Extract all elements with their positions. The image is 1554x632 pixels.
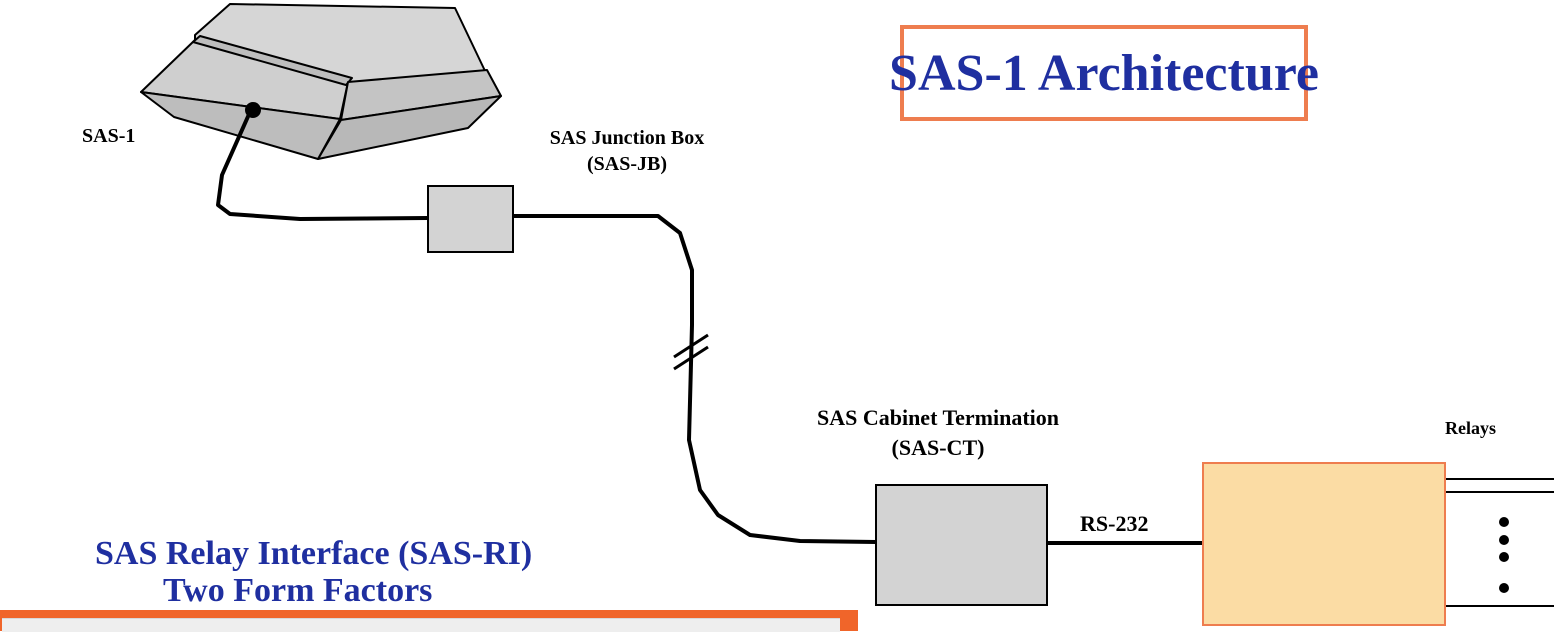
cable-jb-to-ct — [513, 214, 877, 544]
rs232-label: RS-232 — [1080, 511, 1149, 536]
subtitle-line1: SAS Relay Interface (SAS-RI) — [95, 535, 533, 572]
bottom-bar-inner — [2, 618, 840, 632]
sas1-label: SAS-1 — [82, 125, 136, 147]
cable-break-marks — [673, 333, 709, 371]
relay-output-lines — [1446, 478, 1554, 607]
cabinet-termination-label: SAS Cabinet Termination (SAS-CT) — [773, 403, 1103, 463]
sas1-device-icon — [140, 3, 502, 160]
cabinet-termination-label-line2: (SAS-CT) — [891, 435, 985, 460]
cabinet-termination-box — [875, 484, 1048, 606]
relay-interface-box — [1202, 462, 1446, 626]
junction-box-label: SAS Junction Box (SAS-JB) — [512, 125, 742, 177]
relays-label: Relays — [1445, 418, 1496, 438]
title-box: SAS-1 Architecture — [889, 25, 1319, 121]
bottom-accent-bar — [0, 610, 858, 632]
junction-box — [427, 185, 514, 253]
cable-sas1-to-jb — [216, 111, 429, 221]
subtitle-line2: Two Form Factors — [163, 572, 433, 609]
page-title: SAS-1 Architecture — [889, 44, 1319, 102]
junction-box-label-line2: (SAS-JB) — [586, 153, 667, 175]
cabinet-termination-label-line1: SAS Cabinet Termination — [816, 405, 1060, 430]
relay-ellipsis-dots — [1499, 517, 1509, 593]
junction-box-label-line1: SAS Junction Box — [549, 127, 705, 149]
